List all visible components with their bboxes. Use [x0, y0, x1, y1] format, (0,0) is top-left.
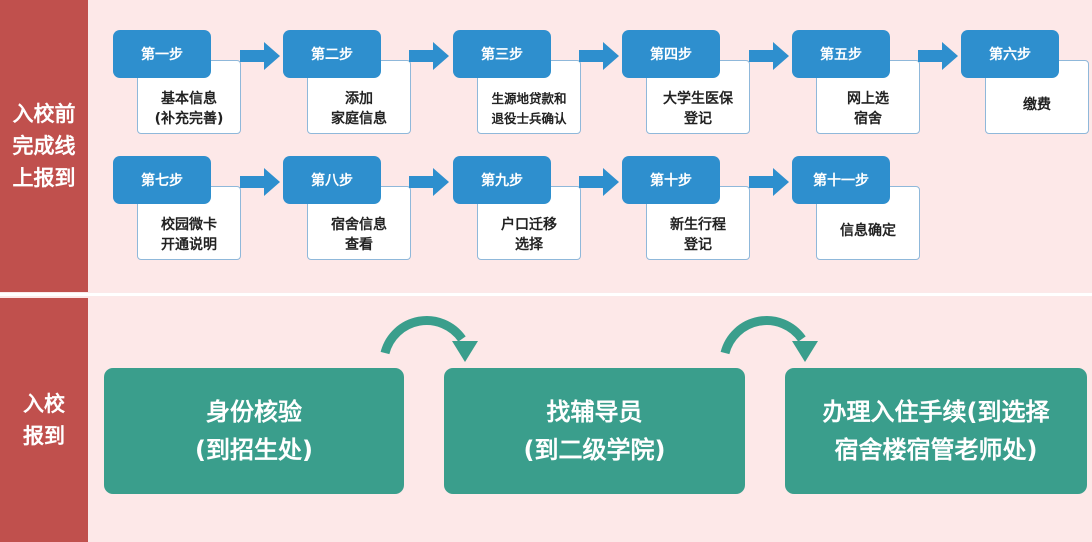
step-card-line: 校园微卡	[161, 217, 217, 233]
step-card-line: 宿舍信息	[331, 217, 387, 233]
pre-arrival-label-line: 上报到	[12, 166, 76, 190]
onsite-step-3: 办理入住手续(到选择 宿舍楼宿管老师处)	[785, 368, 1087, 494]
step-tab: 第五步	[792, 30, 890, 78]
step-card-line: 网上选	[847, 91, 889, 107]
step-3: 第三步 生源地贷款和 退役士兵确认	[453, 30, 581, 142]
step-8: 第八步 宿舍信息 查看	[283, 156, 411, 268]
step-card-line: 查看	[345, 237, 373, 253]
onsite-step-line: 办理入住手续(到选择	[822, 398, 1050, 426]
step-tab: 第八步	[283, 156, 381, 204]
step-card-line: 户口迁移	[501, 217, 557, 233]
on-site-label-line: 入校	[23, 392, 65, 416]
curved-arrow-icon	[380, 316, 478, 362]
step-6: 第六步 缴费	[961, 30, 1089, 142]
step-card-line: 缴费	[1023, 97, 1051, 113]
step-10: 第十步 新生行程 登记	[622, 156, 750, 268]
step-1: 第一步 基本信息 (补充完善)	[113, 30, 241, 142]
right-arrow-icon	[409, 42, 449, 70]
on-site-label: 入校 报到	[0, 298, 88, 542]
step-card-line: 添加	[345, 91, 373, 107]
section-divider	[0, 293, 1092, 296]
step-11: 第十一步 信息确定	[792, 156, 920, 268]
step-tab: 第六步	[961, 30, 1059, 78]
step-9: 第九步 户口迁移 选择	[453, 156, 581, 268]
step-tab: 第三步	[453, 30, 551, 78]
pre-arrival-label-line: 完成线	[12, 134, 76, 158]
on-site-label-line: 报到	[23, 424, 65, 448]
right-arrow-icon	[579, 168, 619, 196]
step-card-line: 登记	[684, 237, 712, 253]
step-card-line: 生源地贷款和	[491, 91, 567, 106]
step-5: 第五步 网上选 宿舍	[792, 30, 920, 142]
right-arrow-icon	[579, 42, 619, 70]
step-card-line: (补充完善)	[154, 111, 224, 127]
online-steps-panel	[90, 0, 1092, 292]
onsite-step-line: 宿舍楼宿管老师处)	[834, 436, 1038, 464]
onsite-step-1: 身份核验 (到招生处)	[104, 368, 404, 494]
step-card-line: 选择	[515, 237, 543, 253]
step-card-line: 开通说明	[161, 237, 217, 253]
step-card-line: 宿舍	[854, 111, 882, 127]
onsite-step-2: 找辅导员 (到二级学院)	[444, 368, 745, 494]
onsite-step-line: (到二级学院)	[523, 436, 666, 464]
right-arrow-icon	[749, 168, 789, 196]
pre-arrival-label-line: 入校前	[12, 102, 76, 126]
curved-arrow-icon	[720, 316, 818, 362]
step-card-line: 退役士兵确认	[491, 111, 567, 126]
onsite-step-line: (到招生处)	[195, 436, 313, 464]
step-tab: 第九步	[453, 156, 551, 204]
step-7: 第七步 校园微卡 开通说明	[113, 156, 241, 268]
step-tab: 第四步	[622, 30, 720, 78]
onsite-step-line: 身份核验	[206, 398, 302, 426]
right-arrow-icon	[240, 42, 280, 70]
step-tab: 第十步	[622, 156, 720, 204]
step-card-line: 大学生医保	[663, 91, 733, 107]
step-card-line: 基本信息	[161, 91, 217, 107]
step-card-line: 登记	[684, 111, 712, 127]
step-tab: 第一步	[113, 30, 211, 78]
step-2: 第二步 添加 家庭信息	[283, 30, 411, 142]
step-tab: 第十一步	[792, 156, 890, 204]
right-arrow-icon	[240, 168, 280, 196]
right-arrow-icon	[918, 42, 958, 70]
step-tab: 第七步	[113, 156, 211, 204]
right-arrow-icon	[749, 42, 789, 70]
step-card-line: 信息确定	[840, 223, 896, 239]
right-arrow-icon	[409, 168, 449, 196]
step-tab: 第二步	[283, 30, 381, 78]
step-card-line: 家庭信息	[331, 111, 387, 127]
onsite-step-line: 找辅导员	[546, 398, 643, 426]
step-card-line: 新生行程	[670, 217, 726, 233]
step-4: 第四步 大学生医保 登记	[622, 30, 750, 142]
pre-arrival-label: 入校前 完成线 上报到	[0, 0, 88, 292]
